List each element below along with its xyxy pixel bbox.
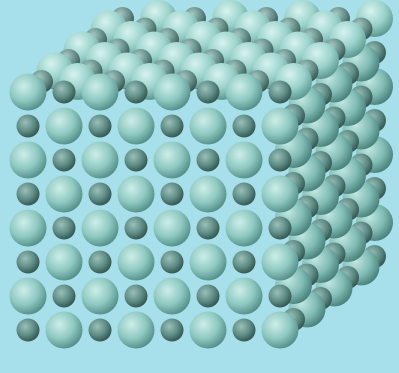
large-sphere bbox=[118, 108, 155, 145]
small-sphere bbox=[233, 319, 256, 342]
large-sphere bbox=[226, 74, 263, 111]
large-sphere bbox=[118, 312, 155, 349]
small-sphere bbox=[161, 115, 184, 138]
small-sphere bbox=[269, 217, 292, 240]
large-sphere bbox=[46, 176, 83, 213]
small-sphere bbox=[53, 81, 76, 104]
small-sphere bbox=[89, 251, 112, 274]
small-sphere bbox=[53, 217, 76, 240]
small-sphere bbox=[17, 115, 40, 138]
small-sphere bbox=[269, 285, 292, 308]
small-sphere bbox=[89, 183, 112, 206]
large-sphere bbox=[10, 142, 47, 179]
small-sphere bbox=[233, 251, 256, 274]
large-sphere bbox=[262, 108, 299, 145]
small-sphere bbox=[125, 217, 148, 240]
large-sphere bbox=[82, 278, 119, 315]
large-sphere bbox=[46, 312, 83, 349]
small-sphere bbox=[197, 285, 220, 308]
large-sphere bbox=[118, 244, 155, 281]
small-sphere bbox=[89, 115, 112, 138]
small-sphere bbox=[17, 251, 40, 274]
small-sphere bbox=[125, 285, 148, 308]
large-sphere bbox=[190, 108, 227, 145]
large-sphere bbox=[262, 176, 299, 213]
small-sphere bbox=[17, 319, 40, 342]
large-sphere bbox=[190, 244, 227, 281]
large-sphere bbox=[226, 210, 263, 247]
large-sphere bbox=[10, 278, 47, 315]
large-sphere bbox=[82, 210, 119, 247]
large-sphere bbox=[82, 142, 119, 179]
large-sphere bbox=[262, 244, 299, 281]
small-sphere bbox=[53, 149, 76, 172]
large-sphere bbox=[154, 210, 191, 247]
small-sphere bbox=[269, 149, 292, 172]
small-sphere bbox=[233, 115, 256, 138]
small-sphere bbox=[125, 81, 148, 104]
large-sphere bbox=[226, 278, 263, 315]
small-sphere bbox=[161, 183, 184, 206]
large-sphere bbox=[226, 142, 263, 179]
small-sphere bbox=[161, 319, 184, 342]
small-sphere bbox=[17, 183, 40, 206]
small-sphere bbox=[53, 285, 76, 308]
small-sphere bbox=[89, 319, 112, 342]
large-sphere bbox=[118, 176, 155, 213]
small-sphere bbox=[125, 149, 148, 172]
large-sphere bbox=[10, 74, 47, 111]
large-sphere bbox=[190, 312, 227, 349]
small-sphere bbox=[197, 149, 220, 172]
large-sphere bbox=[262, 312, 299, 349]
small-sphere bbox=[269, 81, 292, 104]
small-sphere bbox=[197, 217, 220, 240]
large-sphere bbox=[154, 142, 191, 179]
small-sphere bbox=[197, 81, 220, 104]
small-sphere bbox=[233, 183, 256, 206]
large-sphere bbox=[82, 74, 119, 111]
large-sphere bbox=[46, 244, 83, 281]
small-sphere bbox=[161, 251, 184, 274]
large-sphere bbox=[154, 278, 191, 315]
large-sphere bbox=[190, 176, 227, 213]
large-sphere bbox=[154, 74, 191, 111]
large-sphere bbox=[46, 108, 83, 145]
sphere-group bbox=[10, 0, 394, 349]
large-sphere bbox=[10, 210, 47, 247]
